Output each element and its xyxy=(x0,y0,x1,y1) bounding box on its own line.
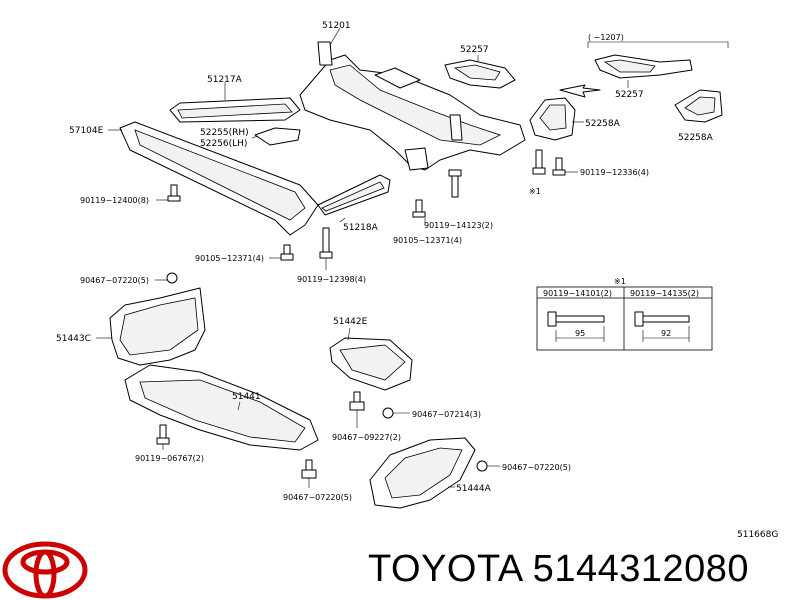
label-90467-07214: 90467−07214(3) xyxy=(412,410,481,419)
clip-90467-09227 xyxy=(349,391,365,428)
rail-57104E xyxy=(108,121,319,236)
label-52255: 52255(RH) xyxy=(200,128,249,138)
bolt-90119-12398 xyxy=(319,227,333,270)
label-90467-07220-a: 90467−07220(5) xyxy=(80,276,149,285)
label-51201: 51201 xyxy=(322,21,351,31)
label-51441: 51441 xyxy=(232,392,261,402)
label-57104E: 57104E xyxy=(69,126,104,136)
cover-51442E xyxy=(329,327,413,391)
label-mark-1: ※1 xyxy=(529,187,541,196)
cover-51441 xyxy=(124,364,319,451)
brand-title: TOYOTA 5144312080 xyxy=(368,548,750,590)
cover-51443C xyxy=(96,287,206,366)
bracket-52255-52256 xyxy=(251,127,301,146)
label-52258A-a: 52258A xyxy=(585,119,621,129)
bolt-90119-14123 xyxy=(412,169,462,225)
bracket-52257 xyxy=(444,55,516,89)
label-range: ( −1207) xyxy=(588,33,624,42)
label-90119-12336: 90119−12336(4) xyxy=(580,168,649,177)
bracket-52258A-right xyxy=(674,89,723,123)
range-bracket xyxy=(587,41,729,48)
label-51443C: 51443C xyxy=(56,334,91,344)
label-52257-b: 52257 xyxy=(615,90,644,100)
label-90119-12400: 90119−12400(8) xyxy=(80,196,149,205)
arrow-left-icon xyxy=(559,84,601,98)
label-52258A-b: 52258A xyxy=(678,133,714,143)
clip-90467-07220-a xyxy=(155,272,178,284)
label-51444A: 51444A xyxy=(456,484,492,494)
toyota-logo-icon xyxy=(2,541,88,599)
label-90119-06767: 90119−06767(2) xyxy=(135,454,204,463)
clip-90467-07214 xyxy=(382,407,410,419)
label-52257-a: 52257 xyxy=(460,45,489,55)
label-dim-92: 92 xyxy=(661,329,671,338)
bracket-52257-right xyxy=(594,54,693,88)
label-52256: 52256(LH) xyxy=(200,139,247,149)
cover-51217A xyxy=(169,82,301,123)
label-table-col1: 90119−14101(2) xyxy=(543,289,612,298)
bolt-90119-12400 xyxy=(156,184,181,202)
label-90105-12371-a: 90105−12371(4) xyxy=(393,236,462,245)
label-90119-12398: 90119−12398(4) xyxy=(297,275,366,284)
clip-90467-07220-b xyxy=(301,459,317,488)
brace-51218A xyxy=(317,174,391,223)
label-51442E: 51442E xyxy=(333,317,368,327)
bolt-90119-06767 xyxy=(156,424,170,450)
label-90467-07220-b: 90467−07220(5) xyxy=(283,493,352,502)
label-table-col2: 90119−14135(2) xyxy=(630,289,699,298)
label-51218A: 51218A xyxy=(343,223,379,233)
cover-51444A xyxy=(369,437,476,509)
label-90105-12371-b: 90105−12371(4) xyxy=(195,254,264,263)
label-90467-09227: 90467−09227(2) xyxy=(332,433,401,442)
label-dim-95: 95 xyxy=(575,329,585,338)
diagram-code: 511668G xyxy=(737,530,779,540)
label-table-mark: ※1 xyxy=(614,277,626,286)
clip-90467-07220-c xyxy=(476,460,500,472)
bracket-52258A-center xyxy=(529,97,584,141)
bolt-90105-12371-left xyxy=(269,244,294,261)
bolt-spec-table xyxy=(536,286,713,351)
label-51217A: 51217A xyxy=(207,75,243,85)
subframe-51201 xyxy=(299,27,526,171)
label-90467-07220-c: 90467−07220(5) xyxy=(502,463,571,472)
label-90119-14123: 90119−14123(2) xyxy=(424,221,493,230)
bolt-90119-12336 xyxy=(532,149,578,176)
